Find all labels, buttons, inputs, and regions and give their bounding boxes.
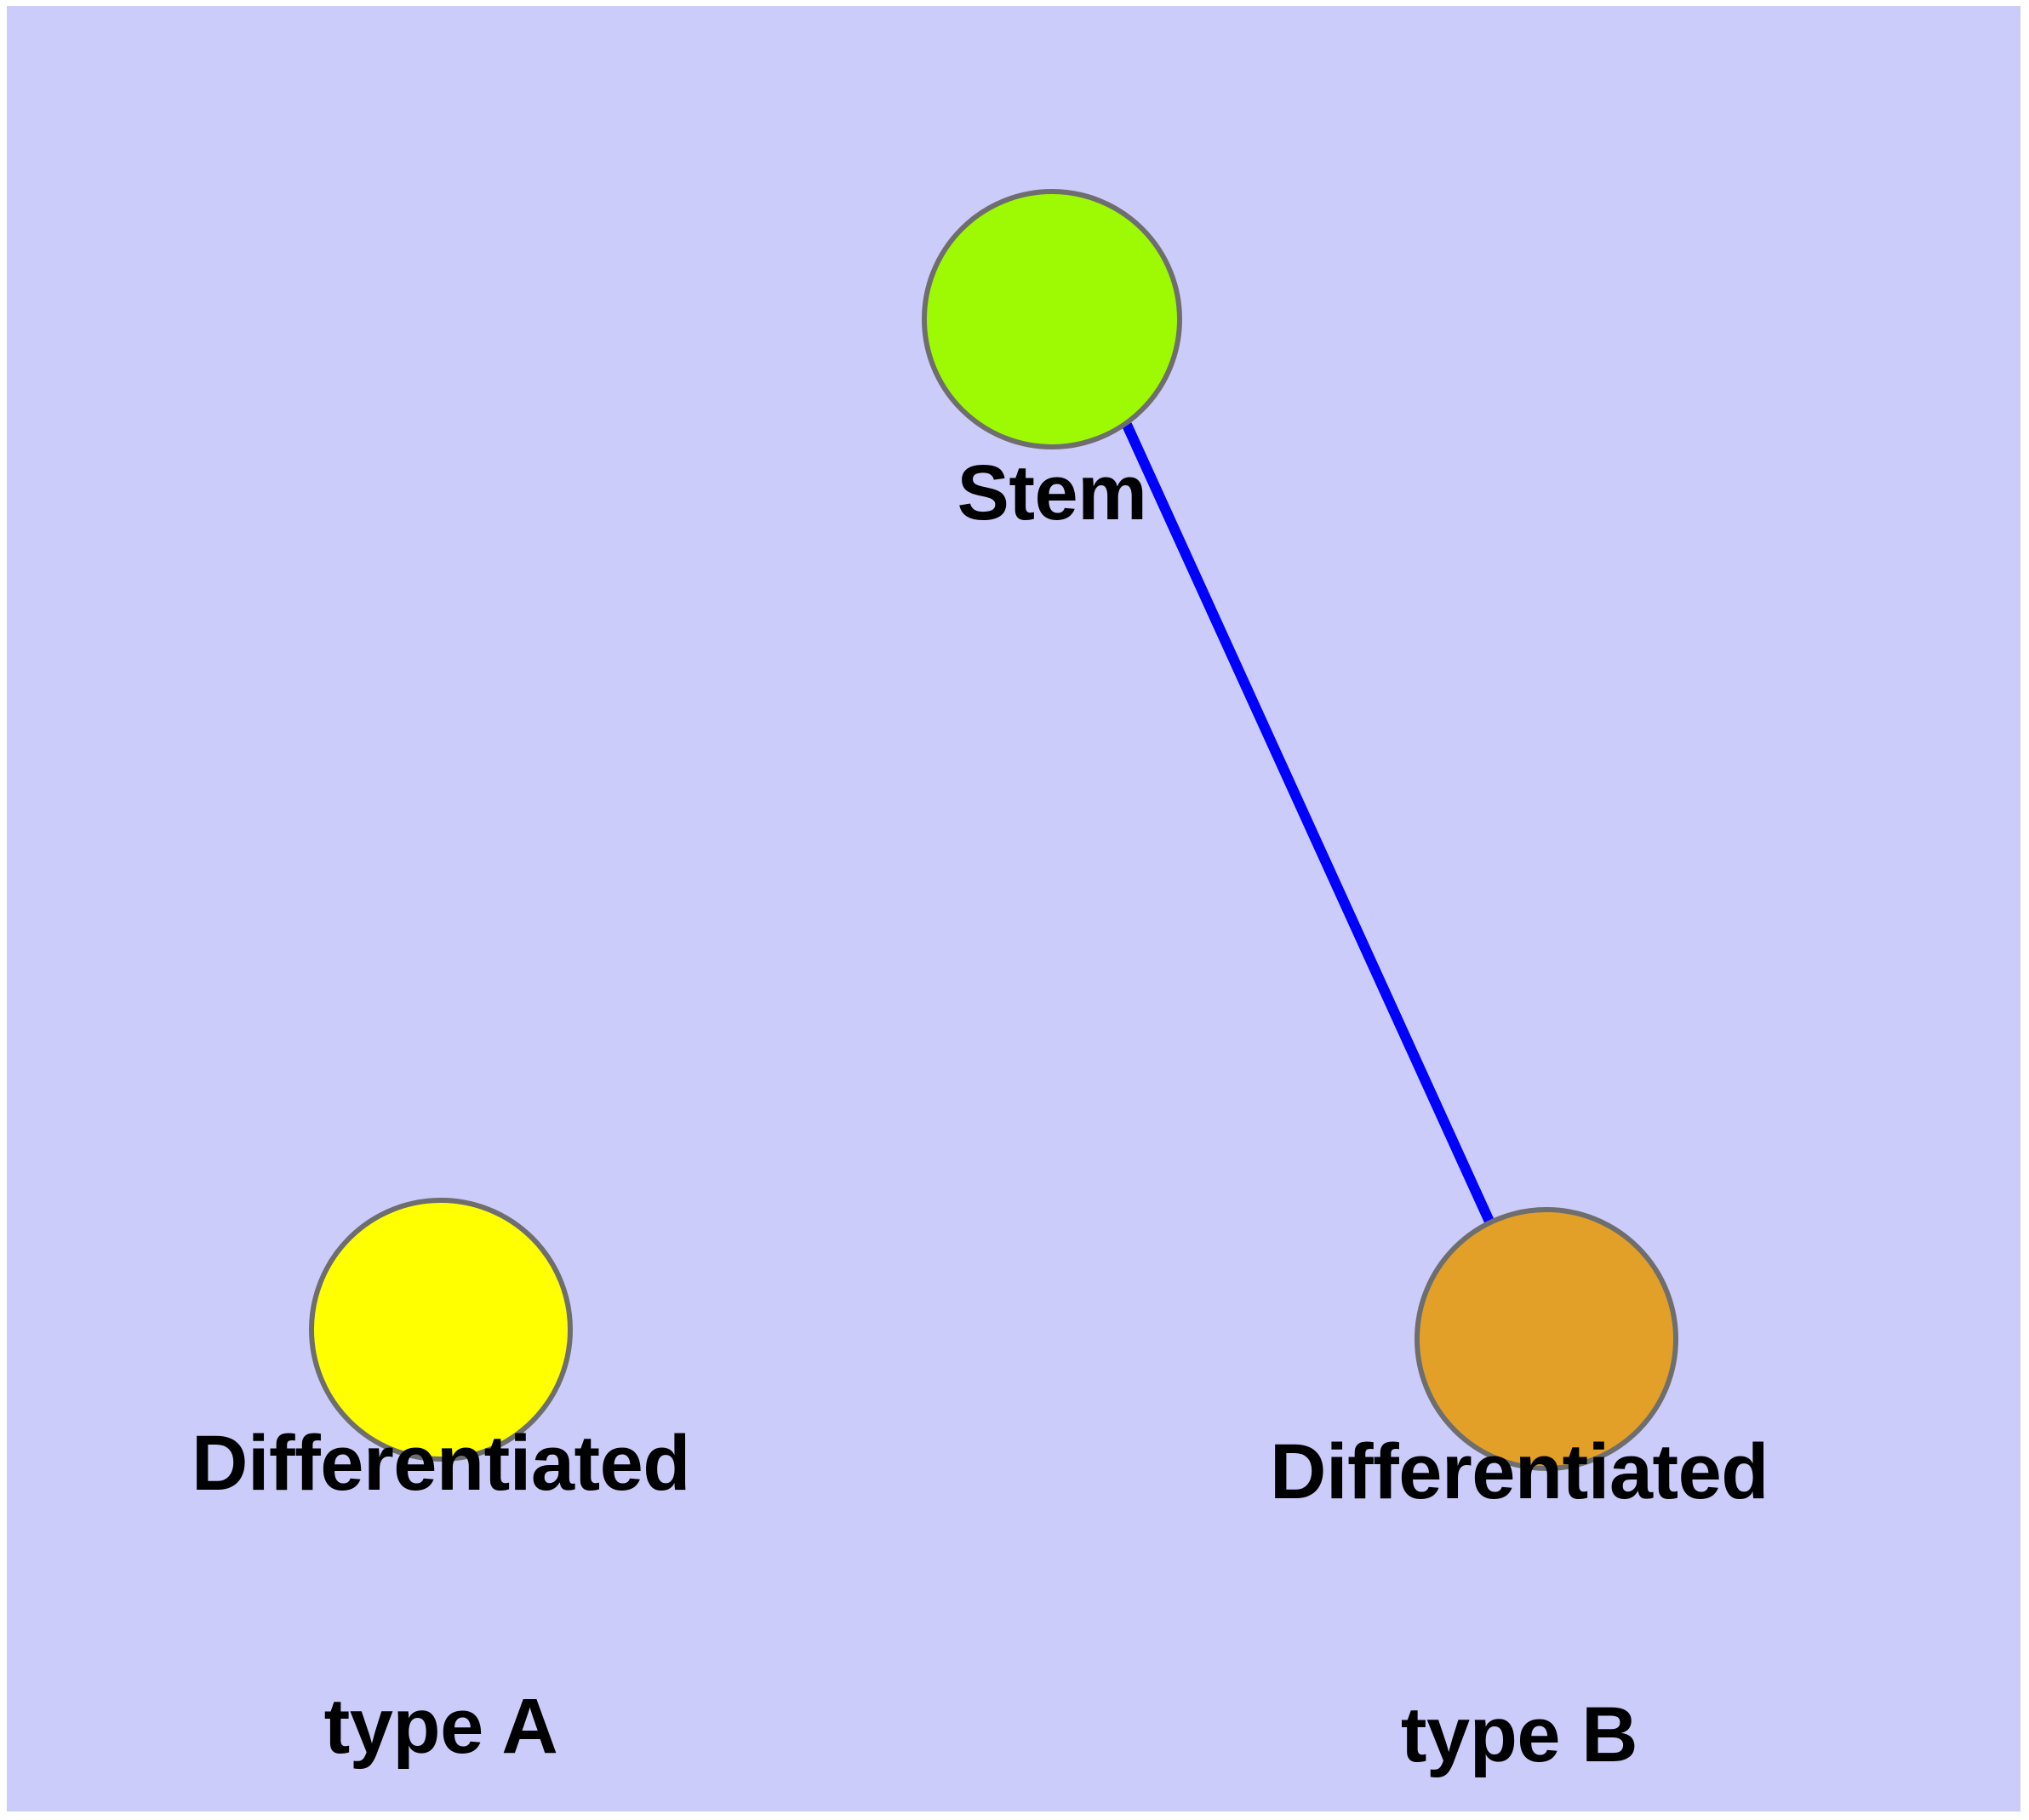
- node-differentiated-type-b[interactable]: [1415, 1207, 1678, 1471]
- node-layer: [309, 189, 1678, 1471]
- edge-stem-to-differentiated-type-b[interactable]: [1122, 422, 1495, 1226]
- node-stem[interactable]: [922, 189, 1182, 449]
- node-differentiated-type-a[interactable]: [309, 1198, 573, 1462]
- edge-layer: [1122, 422, 1495, 1226]
